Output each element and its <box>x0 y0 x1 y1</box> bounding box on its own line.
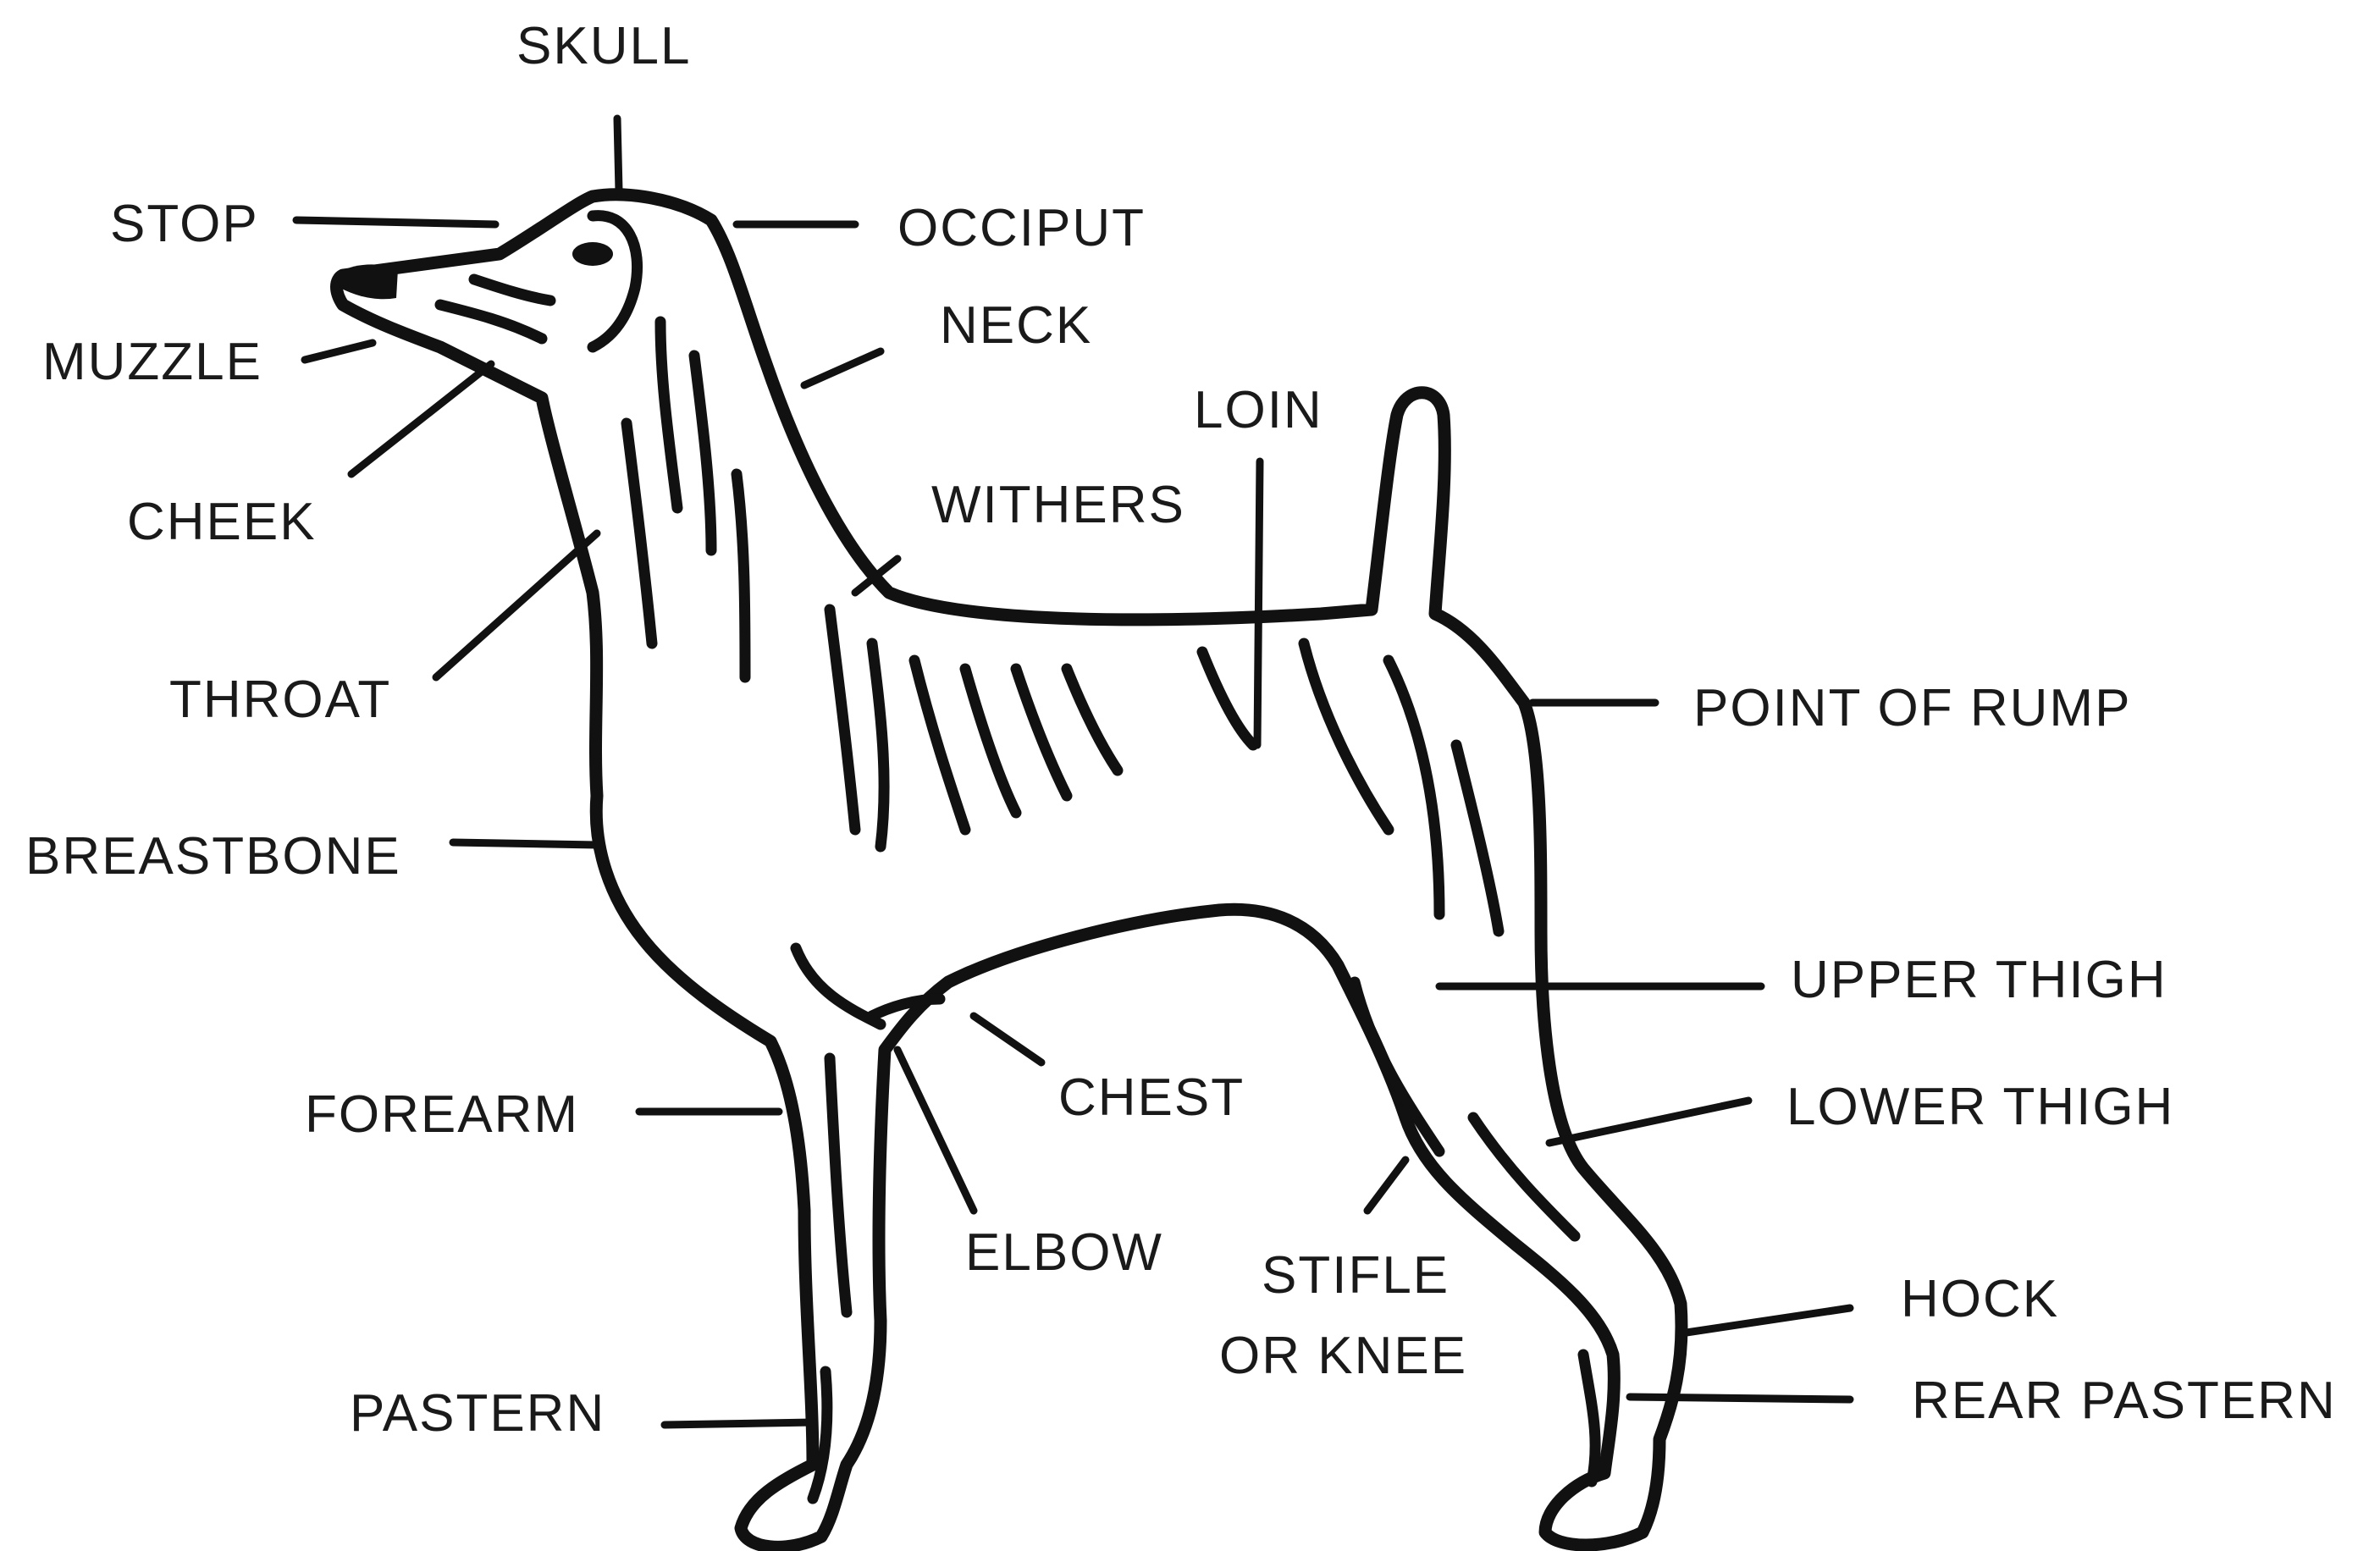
leader-pastern <box>665 1422 813 1425</box>
label-stop: STOP <box>110 195 259 253</box>
label-chest: CHEST <box>1058 1068 1245 1127</box>
label-skull: SKULL <box>516 17 691 75</box>
label-hock: HOCK <box>1901 1270 2059 1328</box>
leader-lower-thigh <box>1549 1101 1748 1143</box>
label-breastbone: BREASTBONE <box>25 827 401 886</box>
leader-muzzle <box>305 343 373 360</box>
dog-illustration <box>337 195 1681 1548</box>
label-elbow: ELBOW <box>965 1223 1163 1282</box>
label-loin: LOIN <box>1194 381 1323 439</box>
label-cheek: CHEEK <box>127 493 317 551</box>
leader-throat <box>436 533 597 677</box>
leader-loin <box>1257 461 1260 745</box>
dog-body-outline <box>337 195 1681 1548</box>
label-forearm: FOREARM <box>305 1085 579 1144</box>
leader-elbow <box>897 1050 974 1211</box>
label-rear-pastern: REAR PASTERN <box>1912 1372 2337 1430</box>
label-pastern: PASTERN <box>350 1384 605 1443</box>
label-occiput: OCCIPUT <box>897 199 1146 257</box>
label-or-knee: OR KNEE <box>1219 1327 1467 1385</box>
label-point-of-rump: POINT OF RUMP <box>1693 679 2131 737</box>
leader-hock <box>1681 1308 1850 1333</box>
leader-breastbone <box>453 842 597 845</box>
label-withers: WITHERS <box>931 476 1185 534</box>
dog-eye <box>572 242 613 266</box>
label-muzzle: MUZZLE <box>42 333 262 391</box>
label-upper-thigh: UPPER THIGH <box>1791 951 2167 1009</box>
leader-skull <box>617 119 619 190</box>
leader-stifle <box>1367 1160 1405 1211</box>
leader-cheek <box>351 364 491 474</box>
label-stifle: STIFLE <box>1262 1246 1450 1305</box>
leader-neck <box>804 351 881 385</box>
leader-stop <box>296 220 495 224</box>
label-lower-thigh: LOWER THIGH <box>1786 1078 2174 1136</box>
leader-rear-pastern <box>1630 1397 1850 1399</box>
label-neck: NECK <box>940 296 1092 355</box>
label-throat: THROAT <box>169 671 391 729</box>
leader-chest <box>974 1016 1041 1063</box>
